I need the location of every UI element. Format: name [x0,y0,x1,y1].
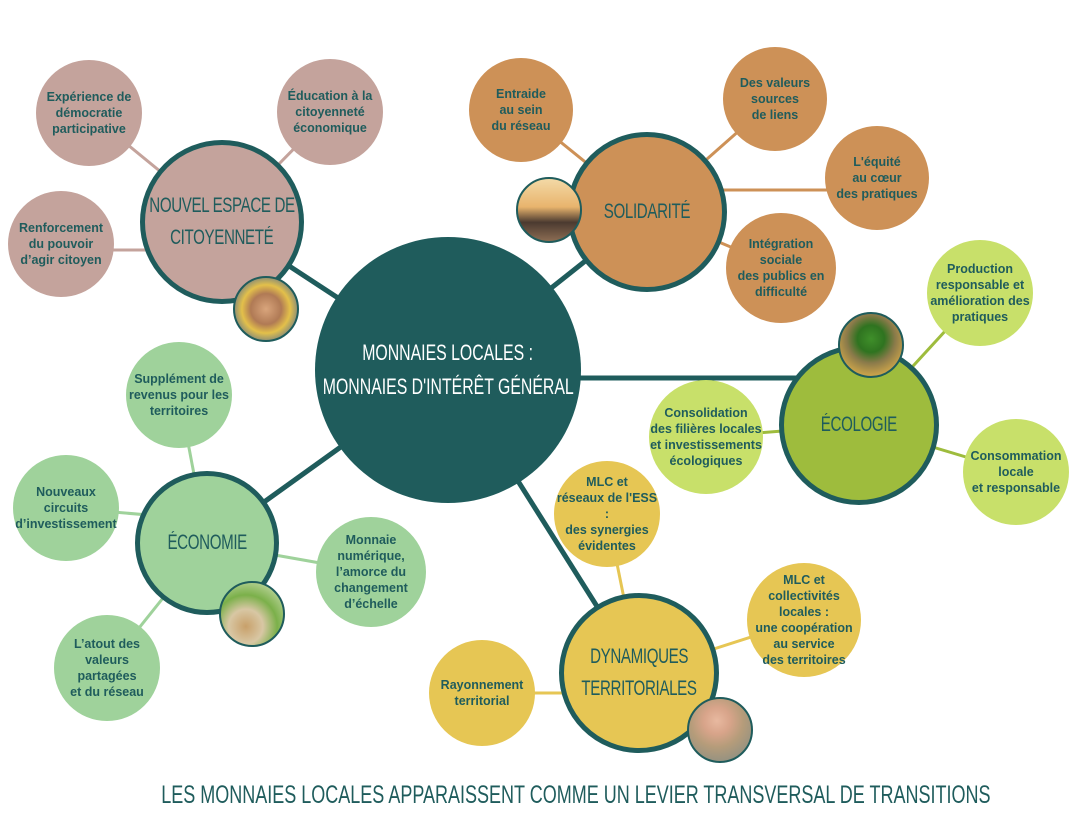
subtopic-label-line: du pouvoir [28,237,94,251]
subtopic-label-line: Renforcement [18,221,104,235]
solidarite-topic-node: SOLIDARITÉ [567,132,727,292]
dynamiques-subtopic-node: MLC et réseaux de l'ESS : des synergies évi… [554,461,660,567]
subtopic-label-line: collectivités locales : [768,589,840,619]
subtopic-label-line: responsable et [935,278,1025,292]
subtopic-label-line: réseaux de l'ESS : [556,491,658,521]
subtopic-label-line: territorial [454,694,510,708]
footer-text: LES MONNAIES LOCALES APPARAISSENT COMME … [161,781,991,809]
subtopic-label-line: des pratiques [836,187,918,201]
subtopic-label-line: des filières locales [650,422,762,436]
topic-title-line: SOLIDARITÉ [603,200,691,223]
solidarite-subtopic-node: Intégration sociale des publics en difficul… [726,213,836,323]
subtopic-label-line: au service [773,637,835,651]
subtopic-label-line: des territoires [762,653,846,667]
hands-together-photo [233,276,299,342]
tree-in-glass-photo [838,312,904,378]
topic-title-line: DYNAMIQUES [589,645,689,668]
subtopic-label-line: Éducation à la [287,89,373,103]
subtopic-label-line: Consommation [970,449,1062,463]
subtopic-label-line: de liens [751,108,799,122]
economie-subtopic-node: Nouveaux circuits d’investissement [13,455,119,561]
subtopic-label-line: locale [998,465,1034,479]
solidarite-subtopic-node: Des valeurs sources de liens [723,47,827,151]
subtopic-label-line: sources [751,92,799,106]
ecologie-subtopic-node: Consommation locale et responsable [963,419,1069,525]
subtopic-label-line: d’échelle [344,597,398,611]
hand-planting-seed-photo [687,697,753,763]
topic-title-line: ÉCOLOGIE [820,413,898,436]
subtopic-label-line: et du réseau [70,685,144,699]
subtopic-label-line: Intégration [748,237,814,251]
citoyennete-subtopic-node: Expérience de démocratie participative [36,60,142,166]
subtopic-label-line: Entraide [495,87,546,101]
subtopic-label-line: revenus pour les [128,388,230,402]
citoyennete-subtopic-node: Éducation à la citoyenneté économique [277,59,383,165]
subtopic-label-line: du réseau [491,119,551,133]
central-title-line: MONNAIES LOCALES : [362,340,534,365]
subtopic-label-line: sociale [759,253,803,267]
subtopic-label-line: Consolidation [664,406,748,420]
subtopic-label-line: l’amorce du [335,565,407,579]
subtopic-label-line: d’investissement [15,517,117,531]
solidarite-subtopic-node: L'équité au cœur des pratiques [825,126,929,230]
subtopic-label-line: difficulté [754,285,808,299]
subtopic-label-line: Nouveaux circuits [36,485,96,515]
subtopic-label-line: numérique, [337,549,405,563]
group-of-friends-photo [516,177,582,243]
subtopic-label-line: pratiques [951,310,1009,324]
subtopic-label-line: participative [52,122,126,136]
central-topic-node: MONNAIES LOCALES : MONNAIES D'INTÉRÊT GÉN… [315,237,581,503]
subtopic-label-line: des synergies [565,523,649,537]
subtopic-label-line: au cœur [852,171,902,185]
topic-title-line: NOUVEL ESPACE DE [149,194,295,217]
subtopic-label-line: L'équité [853,155,901,169]
subtopic-label-line: Des valeurs [739,76,811,90]
subtopic-label-line: Monnaie [345,533,397,547]
subtopic-label-line: partagées [77,669,137,683]
subtopic-label-line: Rayonnement [440,678,524,692]
subtopic-label-line: des publics en [737,269,825,283]
subtopic-label-line: Production [947,262,1013,276]
subtopic-label-line: évidentes [578,539,636,553]
ecologie-subtopic-node: Production responsable et amélioration des… [927,240,1033,346]
subtopic-label-line: Expérience de [46,90,132,104]
subtopic-label-line: démocratie [55,106,123,120]
subtopic-label-line: Supplément de [134,372,224,386]
subtopic-label-line: au sein [499,103,543,117]
subtopic-label-line: amélioration des [930,294,1030,308]
subtopic-label-line: changement [334,581,408,595]
topic-title-line: ÉCONOMIE [167,531,247,554]
subtopic-label-line: et investissements [650,438,762,452]
topic-title-line: CITOYENNETÉ [170,226,274,249]
subtopic-label-line: L’atout des [74,637,140,651]
subtopic-label-line: MLC et [783,573,825,587]
subtopic-label-line: écologiques [669,454,743,468]
subtopic-label-line: d’agir citoyen [20,253,102,267]
central-title-line: MONNAIES D'INTÉRÊT GÉNÉRAL [322,374,574,399]
subtopic-label-line: citoyenneté [295,105,365,119]
economie-subtopic-node: L’atout des valeurs partagées et du réseau [54,615,160,721]
citoyennete-subtopic-node: Renforcement du pouvoir d’agir citoyen [8,191,114,297]
subtopic-label-line: territoires [149,404,209,418]
subtopic-label-line: économique [293,121,367,135]
subtopic-label-line: MLC et [586,475,628,489]
economie-subtopic-node: Supplément de revenus pour les territoires [126,342,232,448]
footer-caption: LES MONNAIES LOCALES APPARAISSENT COMME … [0,781,1075,810]
coins-jar-plant-photo [219,581,285,647]
ecologie-subtopic-node: Consolidation des filières locales et inve… [649,380,763,494]
subtopic-label-line: et responsable [971,481,1061,495]
dynamiques-subtopic-node: MLC et collectivités locales : une coopéra… [747,563,861,677]
dynamiques-subtopic-node: Rayonnement territorial [429,640,535,746]
subtopic-label-line: valeurs [85,653,129,667]
citoyennete-topic-node: NOUVEL ESPACE DE CITOYENNETÉ [140,140,304,304]
economie-subtopic-node: Monnaie numérique, l’amorce du changement d’… [316,517,426,627]
topic-title-line: TERRITORIALES [581,677,697,700]
subtopic-label-line: une coopération [755,621,853,635]
solidarite-subtopic-node: Entraide au sein du réseau [469,58,573,162]
